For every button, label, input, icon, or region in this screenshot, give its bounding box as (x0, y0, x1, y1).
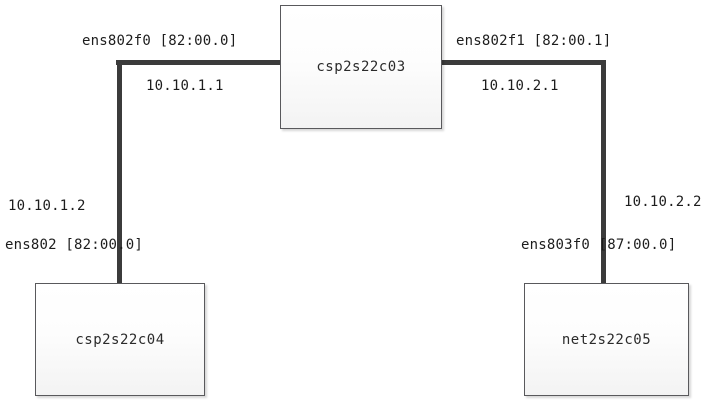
link-left-source-interface-label: ens802f0 [82:00.0] (82, 33, 238, 49)
link-right-vertical-segment (601, 60, 606, 287)
node-net2s22c05-label: net2s22c05 (561, 331, 652, 348)
link-right-target-ip-label: 10.10.2.2 (624, 194, 702, 210)
node-csp2s22c04-label: csp2s22c04 (75, 331, 165, 348)
node-csp2s22c03-label: csp2s22c03 (316, 59, 406, 75)
link-left-horizontal-segment (116, 60, 282, 65)
link-right-source-ip-label: 10.10.2.1 (481, 78, 559, 94)
link-left-target-ip-label: 10.10.1.2 (8, 198, 86, 214)
node-csp2s22c03[interactable]: csp2s22c03 (280, 5, 442, 129)
link-left-source-ip-label: 10.10.1.1 (146, 78, 224, 94)
node-csp2s22c04[interactable]: csp2s22c04 (35, 283, 205, 396)
node-net2s22c05[interactable]: net2s22c05 (524, 283, 689, 396)
link-right-target-interface-label: ens803f0 [87:00.0] (521, 237, 677, 253)
link-right-horizontal-segment (440, 60, 606, 65)
link-left-vertical-segment (117, 60, 122, 287)
link-left-target-interface-label: ens802 [82:00.0] (5, 237, 144, 253)
link-right-source-interface-label: ens802f1 [82:00.1] (456, 33, 612, 49)
